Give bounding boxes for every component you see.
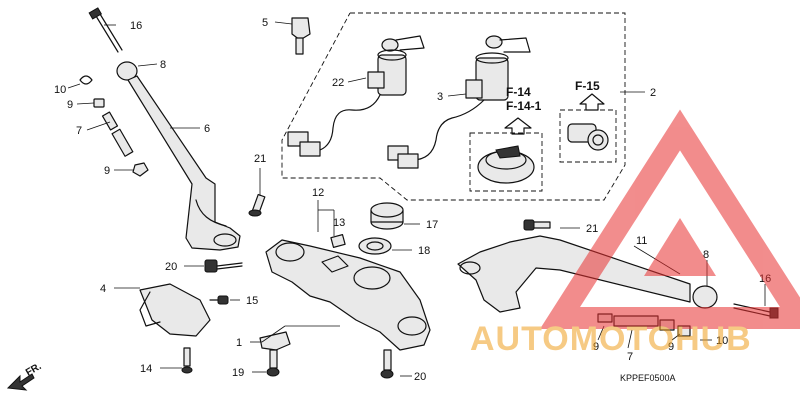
callout-19: 19 bbox=[232, 367, 244, 379]
callout-18: 18 bbox=[418, 245, 430, 257]
lock-cylinder-f15 bbox=[567, 123, 609, 151]
plate-13 bbox=[330, 234, 346, 248]
callout-12: 12 bbox=[312, 187, 324, 199]
f14-detail-box bbox=[469, 132, 543, 192]
callout-6: 6 bbox=[204, 123, 210, 135]
watermark-text: AUTOMOTOHUB bbox=[470, 320, 752, 358]
callout-17: 17 bbox=[426, 219, 438, 231]
handle-weight-8-right bbox=[692, 285, 718, 309]
watermark-triangle bbox=[539, 109, 800, 329]
callout-4: 4 bbox=[100, 283, 106, 295]
key-5 bbox=[291, 17, 311, 55]
callout-3: 3 bbox=[437, 91, 443, 103]
stem-nut-17 bbox=[370, 202, 404, 230]
callout-labels: 16 8 10 9 7 6 9 21 20 5 22 3 2 F-14 F-14… bbox=[24, 17, 771, 383]
callout-9-a: 9 bbox=[67, 99, 73, 111]
callout-7: 7 bbox=[76, 125, 82, 137]
bolt-20-left bbox=[204, 259, 243, 273]
watermark-inner-triangle bbox=[644, 218, 716, 276]
ignition-set-group-outline bbox=[281, 12, 626, 201]
callout-8: 8 bbox=[160, 59, 166, 71]
callout-22: 22 bbox=[332, 77, 344, 89]
handlebar-pipe-6 bbox=[127, 75, 241, 251]
bolt-20-bottom bbox=[380, 349, 394, 379]
diagram-code: KPPEF0500A bbox=[620, 373, 676, 383]
callout-10-b: 10 bbox=[716, 335, 728, 347]
callout-2: 2 bbox=[650, 87, 656, 99]
bolt-21-right bbox=[523, 219, 551, 231]
ignition-switch-22 bbox=[287, 35, 425, 157]
collar-7 bbox=[101, 111, 134, 157]
callout-1: 1 bbox=[236, 337, 242, 349]
front-label: FR. bbox=[24, 361, 44, 379]
callout-7-b: 7 bbox=[627, 351, 633, 363]
bracket-4 bbox=[139, 283, 211, 337]
ignition-switch-3 bbox=[387, 35, 531, 169]
bolt-15 bbox=[209, 295, 229, 305]
handle-weight-8 bbox=[116, 61, 138, 81]
callout-20-b: 20 bbox=[414, 371, 426, 383]
callout-9-d: 9 bbox=[668, 341, 674, 353]
callout-10: 10 bbox=[54, 84, 66, 96]
fuel-cap-f14 bbox=[477, 145, 535, 184]
ref-f14-1: F-14-1 bbox=[506, 99, 542, 113]
leader-lines bbox=[67, 21, 766, 377]
bolt-19 bbox=[266, 349, 280, 377]
nut-9-upper bbox=[93, 98, 105, 108]
callout-21-b: 21 bbox=[586, 223, 598, 235]
bolt-21 bbox=[248, 193, 266, 217]
callout-21: 21 bbox=[254, 153, 266, 165]
ref-f14: F-14 bbox=[506, 85, 531, 99]
callout-5: 5 bbox=[262, 17, 268, 29]
handlebar-pipe-11 bbox=[457, 235, 691, 313]
callout-11: 11 bbox=[636, 235, 647, 247]
nut-9-lower bbox=[132, 162, 149, 177]
callout-9-b: 9 bbox=[104, 165, 110, 177]
bracket-1 bbox=[259, 331, 291, 351]
callout-8-b: 8 bbox=[703, 249, 709, 261]
ref-arrows bbox=[504, 93, 605, 135]
front-arrow bbox=[6, 373, 35, 391]
washer-18 bbox=[358, 237, 392, 255]
ref-f15: F-15 bbox=[575, 79, 600, 93]
watermark-logo: AUTOMOTOHUB bbox=[470, 109, 800, 358]
callout-14: 14 bbox=[140, 363, 152, 375]
top-bridge-12 bbox=[265, 239, 431, 351]
callout-20: 20 bbox=[165, 261, 177, 273]
callout-9-c: 9 bbox=[593, 341, 599, 353]
callout-15: 15 bbox=[246, 295, 258, 307]
clip-10 bbox=[79, 75, 93, 85]
bolt-14 bbox=[181, 347, 193, 374]
callout-16: 16 bbox=[130, 20, 142, 32]
callout-13: 13 bbox=[333, 217, 345, 229]
bolt-16 bbox=[88, 7, 123, 53]
